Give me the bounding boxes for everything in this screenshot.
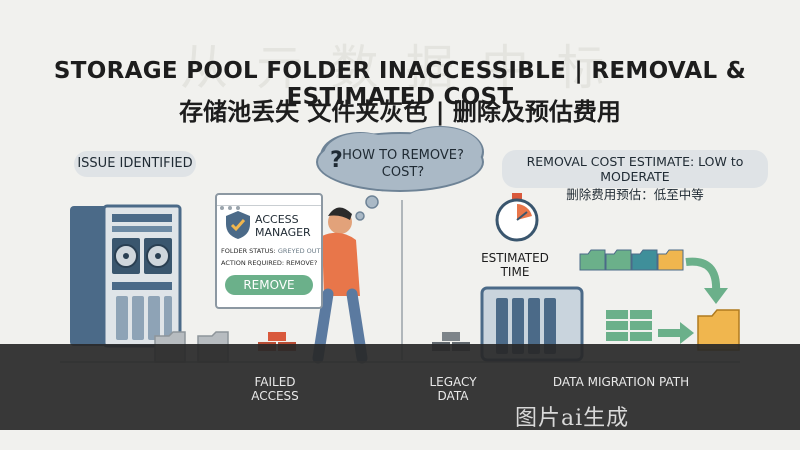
- access-manager-title: ACCESS MANAGER: [255, 213, 311, 239]
- stopwatch-icon: [495, 193, 539, 242]
- brick-stack-icon: [606, 310, 652, 341]
- shield-check-icon: [226, 211, 250, 239]
- arrow-icon: [658, 322, 694, 344]
- folder-status-value: GREYED OUT: [277, 247, 321, 255]
- action-required-label: ACTION REQUIRED:: [221, 259, 285, 267]
- title-line-2: MANAGER: [255, 226, 311, 239]
- action-required-value: REMOVE?: [286, 259, 318, 267]
- legacy-line-2: DATA: [437, 389, 469, 403]
- thought-line-1: HOW TO REMOVE?: [342, 148, 464, 163]
- arrow-icon: [685, 257, 728, 304]
- hard-drive-icon: [112, 238, 172, 274]
- watermark-text: 图片ai生成: [515, 406, 630, 431]
- failed-line-1: FAILED: [254, 375, 296, 389]
- page-title: STORAGE POOL FOLDER INACCESSIBLE | REMOV…: [53, 58, 747, 110]
- window-titlebar: [217, 195, 321, 210]
- issue-identified-badge: ISSUE IDENTIFIED: [74, 151, 196, 177]
- cost-estimate-badge: REMOVAL COST ESTIMATE: LOW to MODERATE 删…: [502, 150, 768, 202]
- page-subtitle: 存储池丢失 文件夹灰色 | 删除及预估费用: [179, 98, 621, 126]
- ghost-title: 从 亓 数 据 中 标: [180, 40, 611, 96]
- legacy-line-1: LEGACY: [429, 375, 477, 389]
- server-icon: [70, 204, 182, 348]
- folder-status-label: FOLDER STATUS:: [221, 247, 276, 255]
- remove-button[interactable]: REMOVE: [225, 275, 313, 295]
- bottom-band: [0, 344, 800, 430]
- action-required-row: ACTION REQUIRED: REMOVE?: [221, 259, 321, 267]
- legacy-data-label: LEGACY DATA: [418, 375, 488, 403]
- folder-status-row: FOLDER STATUS: GREYED OUT: [221, 247, 321, 255]
- nas-icon: [480, 286, 584, 362]
- thought-cloud: [316, 126, 484, 221]
- cost-estimate-en: REMOVAL COST ESTIMATE: LOW to MODERATE: [526, 154, 744, 184]
- estimated-time-label: ESTIMATED TIME: [480, 251, 550, 279]
- thought-cloud-text: HOW TO REMOVE? COST?: [340, 147, 466, 181]
- failed-access-label: FAILED ACCESS: [240, 375, 310, 403]
- cost-estimate-zh: 删除费用预估：低至中等: [566, 187, 704, 202]
- estimated-line-1: ESTIMATED: [481, 251, 549, 265]
- estimated-line-2: TIME: [500, 265, 530, 279]
- access-manager-window: ACCESS MANAGER FOLDER STATUS: GREYED OUT…: [215, 193, 323, 309]
- failed-line-2: ACCESS: [251, 389, 299, 403]
- folder-icon: [579, 249, 684, 271]
- title-line-1: ACCESS: [255, 213, 299, 226]
- data-migration-label: DATA MIGRATION PATH: [552, 375, 690, 389]
- question-mark-icon: ?: [330, 148, 343, 173]
- thought-line-2: COST?: [381, 165, 425, 180]
